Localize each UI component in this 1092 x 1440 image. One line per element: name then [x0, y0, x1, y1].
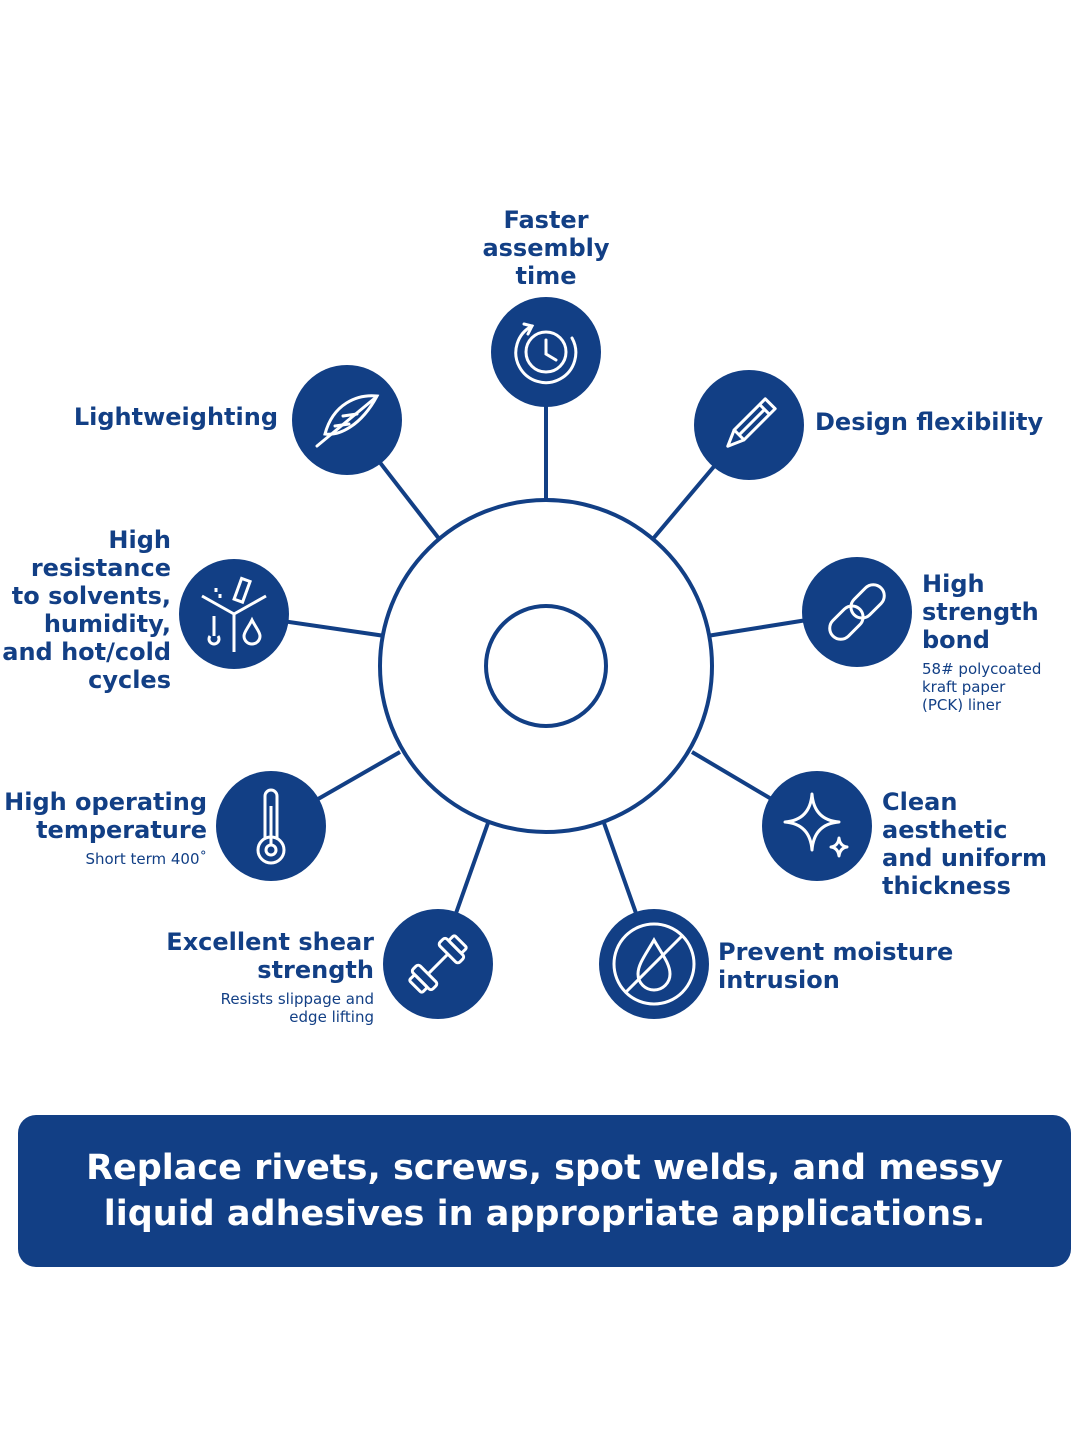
feature-shear-strength: Excellent shear strength Resists slippag…	[110, 928, 374, 1026]
feature-title: Lightweighting	[73, 403, 278, 431]
feature-design-flexibility: Design flexibility	[815, 408, 1085, 436]
feature-subtitle: Resists slippage and edge lifting	[220, 990, 374, 1026]
dumbbell-icon	[383, 909, 493, 1019]
feature-high-resistance: High resistance to solvents, humidity, a…	[0, 526, 171, 694]
pencil-icon	[694, 370, 804, 480]
feature-subtitle: Short term 400˚	[85, 850, 207, 868]
sparkle-icon	[762, 771, 872, 881]
resistance-icon	[179, 559, 289, 669]
thermometer-icon	[216, 771, 326, 881]
no-water-drop-icon	[599, 909, 709, 1019]
feature-diagram	[179, 297, 912, 1019]
banner-text: Replace rivets, screws, spot welds, and …	[86, 1148, 1003, 1234]
clock-icon	[491, 297, 601, 407]
feature-title: Prevent moisture intrusion	[718, 938, 954, 994]
feature-title: Design flexibility	[815, 408, 1044, 436]
feature-prevent-moisture: Prevent moisture intrusion	[718, 938, 978, 994]
feature-subtitle: 58# polycoated kraft paper (PCK) liner	[922, 660, 1042, 714]
bottom-banner: Replace rivets, screws, spot welds, and …	[18, 1115, 1071, 1267]
feature-faster-assembly: Faster assembly time	[444, 206, 648, 290]
feature-clean-aesthetic: Clean aesthetic and uniform thickness	[882, 788, 1090, 900]
feature-title: Excellent shear strength	[166, 928, 374, 984]
feature-title: Faster assembly time	[482, 206, 610, 290]
feature-title: High strength bond	[922, 570, 1039, 654]
feature-title: High resistance to solvents, humidity, a…	[2, 526, 171, 694]
feature-title: High operating temperature	[4, 788, 207, 844]
feature-high-strength-bond: High strength bond 58# polycoated kraft …	[922, 570, 1087, 714]
feature-lightweighting: Lightweighting	[40, 403, 278, 431]
feature-title: Clean aesthetic and uniform thickness	[882, 788, 1047, 900]
central-tape-roll	[378, 498, 714, 834]
feather-icon	[292, 365, 402, 475]
chain-link-icon	[802, 557, 912, 667]
feature-high-temperature: High operating temperature Short term 40…	[0, 788, 207, 868]
